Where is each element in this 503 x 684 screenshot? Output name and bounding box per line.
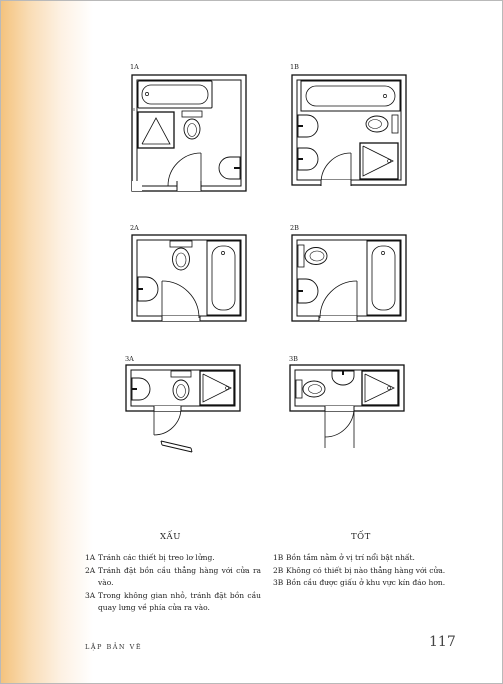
sink-1a	[218, 156, 241, 180]
sink-1b-bottom	[297, 147, 319, 171]
note-number: 2B	[273, 565, 284, 575]
plan-label-3a: 3A	[125, 355, 134, 363]
note-item: 3A Trong không gian nhỏ, tránh đặt bồn c…	[85, 590, 261, 615]
running-footer-title: LẬP BẢN VẼ	[85, 643, 143, 651]
sink-3a	[131, 377, 151, 401]
note-number: 2A	[85, 565, 96, 575]
bathtub-2a	[206, 240, 241, 316]
toilet-1a	[181, 110, 203, 140]
bathtub-2b	[366, 240, 401, 316]
note-item: 2B Không có thiết bị nào thẳng hàng với …	[273, 565, 453, 578]
plan-3b: 3B	[289, 355, 405, 448]
note-number: 1B	[273, 553, 284, 562]
note-text: Bồn cầu được giấu ở khu vực kín đáo hơn.	[286, 578, 446, 587]
sink-2a	[137, 276, 159, 302]
note-item: 1A Tránh các thiết bị treo lơ lửng.	[85, 552, 261, 565]
heading-good: TỐT	[351, 532, 371, 542]
note-text: Trong không gian nhỏ, tránh đặt bồn cầu …	[98, 590, 261, 613]
bathtub-1b	[300, 80, 401, 112]
note-item: 2A Tránh đặt bồn cầu thẳng hàng với cửa …	[85, 565, 261, 590]
note-item: 3B Bồn cầu được giấu ở khu vực kín đáo h…	[273, 577, 453, 590]
plan-2b: 2B	[290, 224, 407, 322]
shower-tray-3a	[199, 370, 235, 406]
notes-good-list: 1B Bồn tắm nằm ở vị trí nổi bật nhất. 2B…	[273, 552, 453, 590]
plan-label-2b: 2B	[290, 224, 299, 232]
note-number: 1A	[85, 553, 96, 562]
shower-tray-1b	[359, 142, 399, 180]
note-text: Không có thiết bị nào thẳng hàng với cửa…	[286, 565, 446, 575]
note-text: Tránh đặt bồn cầu thẳng hàng với cửa ra …	[98, 565, 261, 588]
shower-tray-3b	[361, 370, 399, 406]
note-item: 1B Bồn tắm nằm ở vị trí nổi bật nhất.	[273, 552, 453, 565]
plan-3a: 3A	[125, 355, 241, 453]
note-number: 3B	[273, 578, 284, 587]
note-text: Tránh các thiết bị treo lơ lửng.	[98, 553, 215, 562]
notes-bad-list: 1A Tránh các thiết bị treo lơ lửng. 2A T…	[85, 552, 261, 615]
heading-bad: XẤU	[160, 532, 181, 542]
toilet-2a	[169, 240, 193, 271]
toilet-3a	[170, 370, 192, 401]
plan-1a: 1A	[130, 63, 247, 192]
bathtub-1a	[137, 80, 213, 109]
toilet-3b	[295, 379, 326, 399]
sink-3b	[331, 370, 355, 386]
plan-1b: 1B	[290, 63, 407, 186]
plan-label-2a: 2A	[130, 224, 139, 232]
shower-tray-1a	[137, 111, 175, 149]
note-text: Bồn tắm nằm ở vị trí nổi bật nhất.	[286, 553, 415, 562]
page-gutter-shading	[1, 1, 93, 683]
plan-label-3b: 3B	[289, 355, 298, 363]
note-number: 3A	[85, 590, 96, 600]
sink-2b	[297, 278, 319, 304]
plan-label-1a: 1A	[130, 63, 139, 71]
plan-2a: 2A	[130, 224, 247, 322]
toilet-1b	[365, 114, 399, 134]
plan-label-1b: 1B	[290, 63, 299, 71]
sink-1b-top	[297, 114, 319, 138]
toilet-2b	[297, 244, 328, 268]
page-number: 117	[429, 634, 456, 650]
